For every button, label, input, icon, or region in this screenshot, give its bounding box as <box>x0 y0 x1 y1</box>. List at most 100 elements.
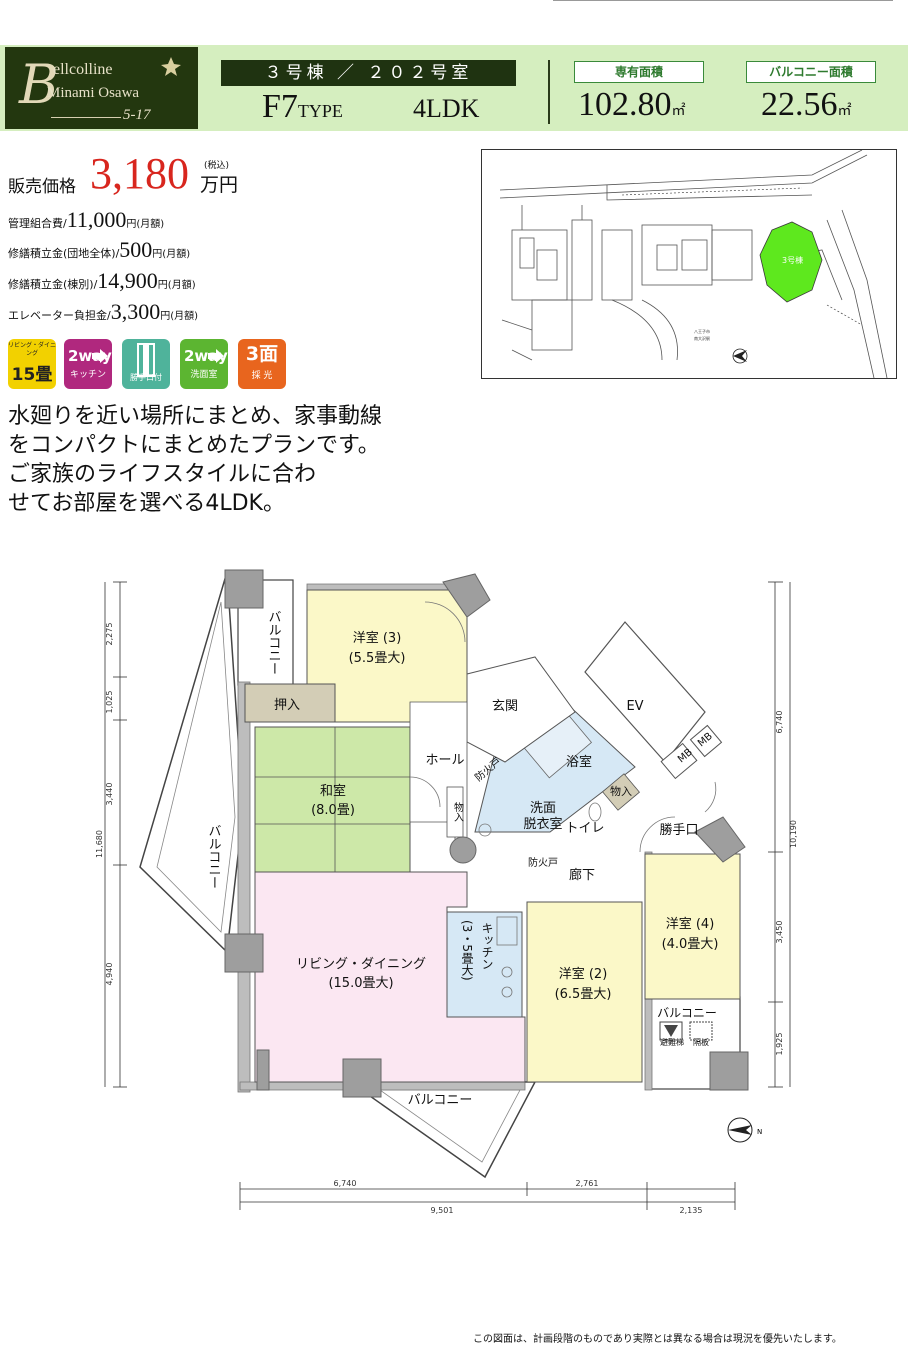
compass-icon: N <box>727 1117 762 1143</box>
living-size-icon: リビング・ダイニング 15畳 <box>8 339 56 389</box>
north-arrow-icon <box>732 348 748 364</box>
plan-type: F7TYPE <box>262 88 343 126</box>
dim-label: 1,925 <box>775 1033 784 1056</box>
room-western3-size: (5.5畳大) <box>349 651 406 666</box>
room-hall: ホール <box>425 753 464 768</box>
bottom-dimensions <box>239 1182 736 1210</box>
highlighted-building <box>759 221 823 303</box>
room-ev: EV <box>626 699 643 714</box>
hinan-label: 隔板 <box>693 1037 709 1047</box>
room-western3: 洋室 (3) <box>353 630 402 646</box>
fee-row: 修繕積立金(棟別)/14,900円(月額) <box>8 268 196 294</box>
two-way-washroom-icon: 2way 洗面室 <box>180 339 228 389</box>
room-western2-size: (6.5畳大) <box>555 987 612 1002</box>
dim-label: 6,740 <box>334 1179 357 1188</box>
price-unit: 万円 <box>200 174 239 196</box>
fee-value: 11,000 <box>66 207 127 232</box>
dim-label: 1,025 <box>105 691 114 714</box>
door-icon <box>137 343 155 377</box>
living-icon-value: 15畳 <box>11 365 53 385</box>
room-balcony-left: バルコニー <box>206 824 222 889</box>
logo-rule <box>51 117 121 118</box>
top-rule <box>553 0 893 1</box>
site-map: 3号棟 八王子市 南大沢駅 <box>481 149 897 379</box>
room-oshiire: 押入 <box>274 698 300 713</box>
price-tax: (税込) <box>204 161 230 171</box>
plan-description: 水廻りを近い場所にまとめ、家事動線 をコンパクトにまとめたプランです。 ご家族の… <box>8 402 388 518</box>
description-line: せてお部屋を選べる4LDK。 <box>8 491 285 516</box>
room-washitsu-size: (8.0畳) <box>311 803 355 818</box>
living-icon-top: リビング・ダイニング <box>8 342 56 357</box>
room-datsui: 脱衣室 <box>523 816 562 832</box>
dim-label: 3,440 <box>105 783 114 806</box>
dim-label: 3,450 <box>775 921 784 944</box>
plan-type-suffix: TYPE <box>297 101 343 121</box>
svg-text:N: N <box>757 1128 762 1136</box>
dim-label: 2,135 <box>680 1206 703 1215</box>
room-katteguchi: 勝手口 <box>659 823 698 838</box>
logo-line1: ellcolline <box>53 61 113 78</box>
balcony-area-label: バルコニー面積 <box>746 61 876 83</box>
three-side-light-icon: 3面 採 光 <box>238 339 286 389</box>
room-western4-size: (4.0畳大) <box>662 937 719 952</box>
room-western2: 洋室 (2) <box>559 966 608 982</box>
room-genkan: 玄関 <box>492 699 518 714</box>
fee-row: 管理組合費/11,000円(月額) <box>8 207 164 233</box>
building-label: 3号棟 <box>782 255 803 265</box>
two-way-kitchen-icon: 2way キッチン <box>64 339 112 389</box>
room-rouka: 廊下 <box>569 867 595 883</box>
service-door-icon: 勝手口付 <box>122 339 170 389</box>
room-living: リビング・ダイニング <box>296 957 426 972</box>
price-label: 販売価格 <box>8 177 76 197</box>
fee-unit: 円(月額) <box>126 219 165 230</box>
fee-label: 修繕積立金(団地全体)/ <box>8 247 120 260</box>
room-living-size: (15.0畳大) <box>328 976 393 991</box>
own-area: 102.80㎡ <box>578 86 686 124</box>
fee-value: 500 <box>119 237 153 262</box>
dim-label: 10,190 <box>789 820 798 848</box>
fee-value: 3,300 <box>110 299 161 324</box>
dim-label: 4,940 <box>105 963 114 986</box>
room-balcony-top: バルコニー <box>266 610 282 675</box>
fee-row: エレベーター負担金/3,300円(月額) <box>8 299 198 325</box>
fee-label: 修繕積立金(棟別)/ <box>8 278 98 291</box>
fee-label: 管理組合費/ <box>8 217 67 230</box>
own-area-label: 専有面積 <box>574 61 704 83</box>
logo-line3: 5-17 <box>123 107 151 123</box>
fee-unit: 円(月額) <box>157 280 196 291</box>
room-yokushitsu: 浴室 <box>566 754 592 770</box>
door-icon-label: 勝手口付 <box>130 373 162 382</box>
plan-type-code: F7 <box>262 88 298 125</box>
logo-line2: Minami Osawa <box>47 85 140 101</box>
fee-unit: 円(月額) <box>160 311 199 322</box>
right-dimensions <box>768 581 791 1088</box>
disclaimer: この図面は、計画段階のものであり実際とは異なる場合は現況を優先いたします。 <box>473 1334 842 1345</box>
hinan-label: 避難梯 <box>660 1037 684 1047</box>
balcony-area-unit: ㎡ <box>837 104 852 119</box>
arrow-right-icon <box>208 349 224 363</box>
fee-unit: 円(月額) <box>152 249 191 260</box>
leaf-icon <box>161 57 181 76</box>
fee-row: 修繕積立金(団地全体)/500円(月額) <box>8 237 190 263</box>
wash-icon-bottom: 洗面室 <box>190 370 218 380</box>
room-senmen: 洗面 <box>530 801 556 816</box>
arrow-right-icon <box>92 349 108 363</box>
room-toilet: トイレ <box>565 821 604 836</box>
fee-value: 14,900 <box>97 268 158 293</box>
room-washitsu: 和室 <box>320 783 346 799</box>
road-label: 八王子市 <box>694 328 710 334</box>
own-area-unit: ㎡ <box>671 104 686 119</box>
dim-label: 9,501 <box>431 1206 454 1215</box>
description-line: をコンパクトにまとめたプランです。 <box>8 433 380 458</box>
road-label: 南大沢駅 <box>694 335 710 341</box>
room-balcony-bottom: バルコニー <box>408 1093 473 1108</box>
room-kitchen: キッチン <box>480 922 494 970</box>
dim-label: 11,680 <box>95 830 104 858</box>
left-dimensions <box>104 581 127 1088</box>
floor-plan: 2,275 1,025 3,440 4,940 11,680 6,740 3,4… <box>95 569 798 1215</box>
dim-label: 2,761 <box>576 1179 599 1188</box>
own-area-value: 102.80 <box>578 86 672 123</box>
plan-layout: 4LDK <box>413 94 480 123</box>
balcony-area: 22.56㎡ <box>761 86 852 124</box>
description-line: ご家族のライフスタイルに合わ <box>8 462 317 487</box>
